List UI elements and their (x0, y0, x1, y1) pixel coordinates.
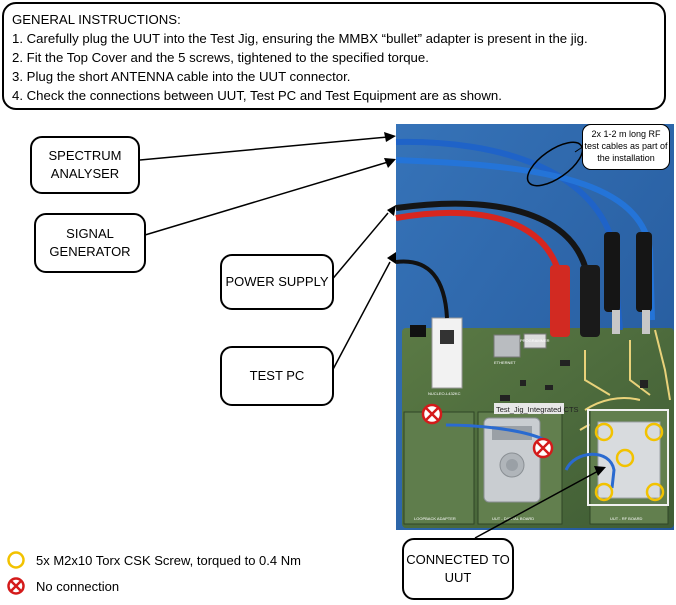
legend-no-connection: No connection (6, 576, 119, 596)
loopback-cable (445, 423, 546, 442)
ethernet-connector (493, 334, 521, 358)
spectrum-analyser-callout: SPECTRUM ANALYSER (30, 136, 140, 194)
programmer-label: PROGRAMMER (520, 338, 550, 343)
nucleo-board (431, 317, 463, 389)
rf-cables-note-text: 2x 1-2 m long RF test cables as part of … (584, 129, 668, 163)
arrow-signal-generator (144, 161, 389, 236)
test-pc-label: TEST PC (249, 368, 305, 383)
instruction-step: 2. Fit the Top Cover and the 5 screws, t… (12, 50, 429, 65)
red-banana-plug (550, 265, 570, 337)
screw-marker-icon (645, 482, 665, 502)
signal-generator-label: SIGNAL GENERATOR (49, 226, 131, 259)
legend-screw-text: 5x M2x10 Torx CSK Screw, torqued to 0.4 … (36, 552, 301, 568)
test-pc-callout: TEST PC (220, 346, 334, 406)
arrow-connected-uut (474, 469, 601, 539)
no-connection-icon (532, 437, 554, 459)
screw-marker-icon (594, 482, 614, 502)
instruction-step: 3. Plug the short ANTENNA cable into the… (12, 69, 351, 84)
arrow-spectrum-analyser (139, 136, 389, 161)
screw-marker-icon (644, 422, 664, 442)
connected-to-uut-callout: CONNECTED TO UUT (402, 538, 514, 600)
instruction-step: 1. Carefully plug the UUT into the Test … (12, 31, 588, 46)
rf-cable-1 (395, 138, 623, 331)
mcu-label: NUCLEO-L432KC (428, 391, 461, 396)
instruction-step: 4. Check the connections between UUT, Te… (12, 88, 502, 103)
power-supply-label: POWER SUPPLY (225, 274, 329, 289)
legend-screw: 5x M2x10 Torx CSK Screw, torqued to 0.4 … (6, 550, 301, 570)
arrow-power-supply (329, 212, 389, 283)
ethernet-label: ETHERNET (494, 360, 516, 365)
instructions-title: GENERAL INSTRUCTIONS: (12, 12, 181, 27)
power-supply-callout: POWER SUPPLY (220, 254, 334, 310)
instructions-panel: GENERAL INSTRUCTIONS: 1. Carefully plug … (2, 2, 666, 110)
no-connection-icon (7, 577, 25, 595)
rf-cables-highlight (526, 141, 584, 187)
red-power-cable (395, 209, 563, 331)
connected-to-uut-label: CONNECTED TO UUT (406, 552, 510, 585)
screw-marker-icon (594, 422, 614, 442)
programmer-connector (523, 333, 547, 349)
screw-marker-icon (7, 551, 25, 569)
spectrum-analyser-label: SPECTRUM ANALYSER (48, 148, 122, 181)
screw-marker-icon (615, 448, 635, 468)
uut-rf-label: UUT - RF BOARD (610, 516, 642, 521)
black-banana-plug (580, 265, 600, 337)
signal-generator-callout: SIGNAL GENERATOR (34, 213, 146, 273)
rf-cables-note: 2x 1-2 m long RF test cables as part of … (582, 124, 670, 170)
usb-cable (395, 259, 449, 319)
loopback-adapter-board (403, 411, 475, 525)
no-connection-icon (421, 403, 443, 425)
short-antenna-cable (564, 452, 616, 489)
black-power-cable (395, 200, 591, 331)
loopback-label: LOOPBACK ADAPTER (414, 516, 456, 521)
board-main-label: Test_Jig_Integrated CTS (496, 405, 579, 414)
legend-no-connection-text: No connection (36, 578, 120, 594)
uut-digital-label: UUT - DIGITAL BOARD (492, 516, 534, 521)
arrow-test-pc (329, 261, 391, 376)
